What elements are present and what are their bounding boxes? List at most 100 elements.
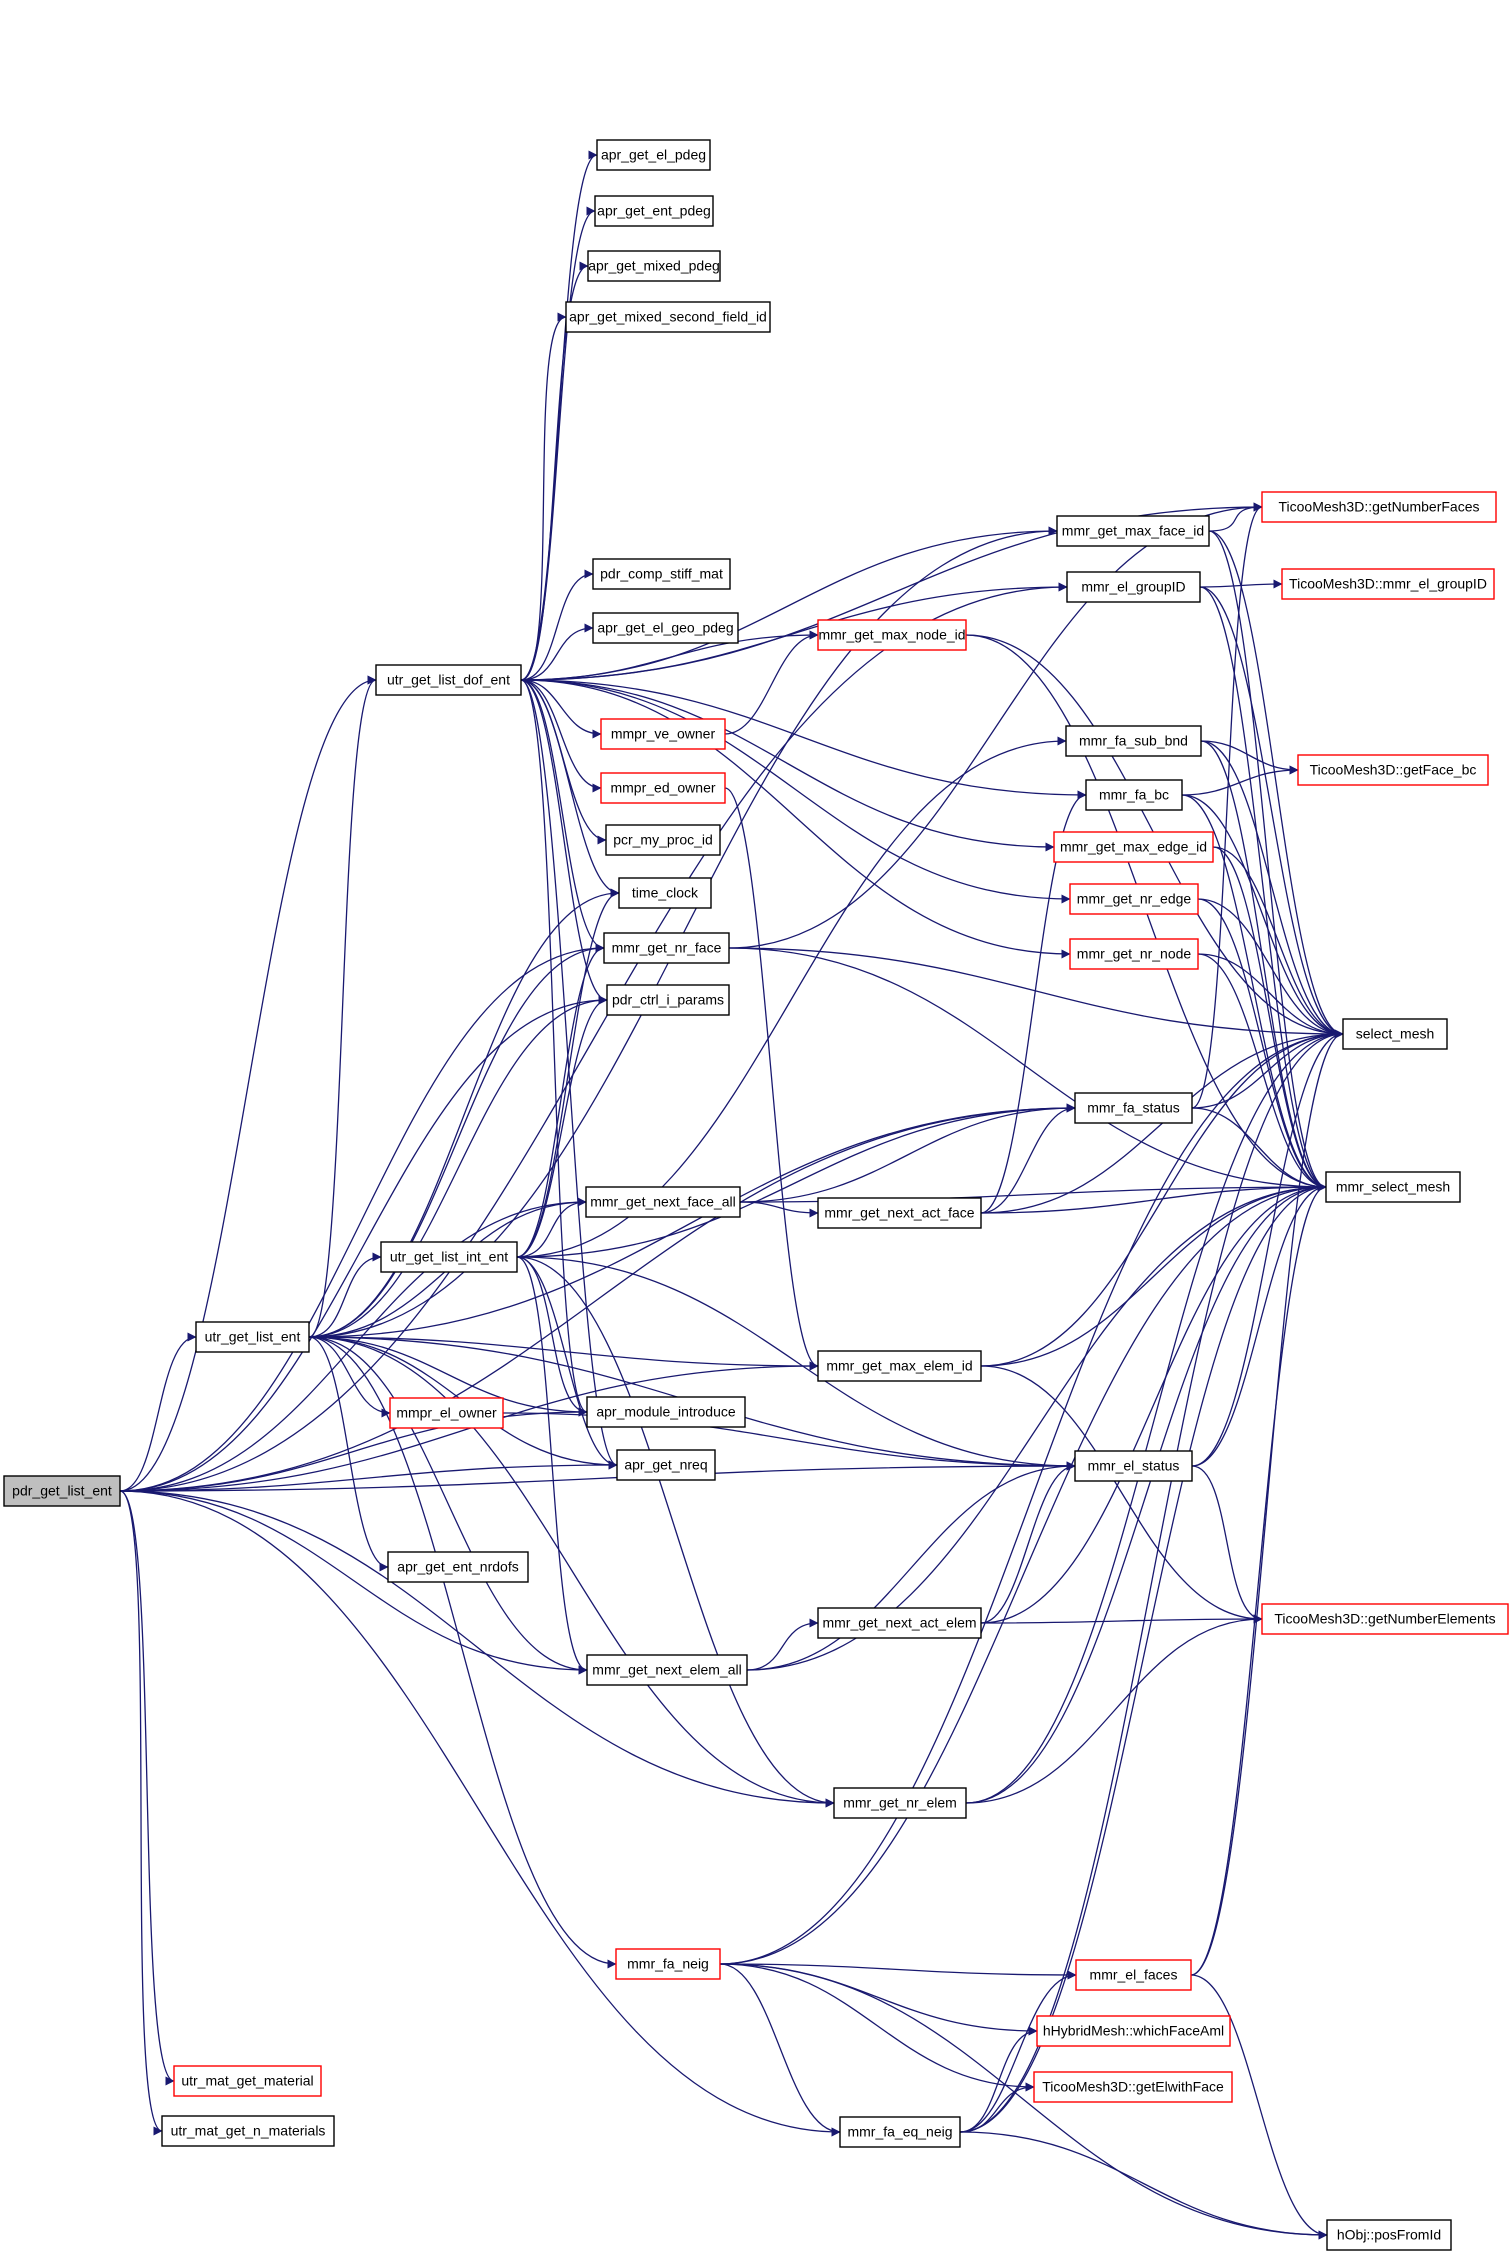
node-box [833, 1787, 967, 1819]
node-label: TicooMesh3D::getFace_bc [1310, 762, 1477, 778]
call-edge-utr-get-list-ent-to-pdr-ctrl-i-params [308, 995, 608, 1338]
node-mmpr-ve-owner[interactable]: mmpr_ve_owner [600, 718, 726, 750]
node-utr-mat-get-material[interactable]: utr_mat_get_material [173, 2065, 322, 2097]
node-label: mmr_el_faces [1090, 1967, 1178, 1983]
call-edge-mmr-fa-bc-to-select-mesh [1181, 794, 1344, 1039]
call-edge-mmr-get-next-act-elem-to-mmr-el-status [980, 1461, 1076, 1624]
node-mmr-get-next-elem-all[interactable]: mmr_get_next_elem_all [586, 1654, 748, 1686]
node-box [618, 877, 712, 909]
node-mmr-get-nr-face[interactable]: mmr_get_nr_face [603, 932, 730, 964]
call-edge-mmr-fa-sub-bnd-to-mmr-select-mesh [1200, 740, 1327, 1192]
node-mmr-fa-neig[interactable]: mmr_fa_neig [615, 1948, 721, 1980]
node-ticoomesh3d-getnumberelements[interactable]: TicooMesh3D::getNumberElements [1261, 1603, 1509, 1635]
call-edge-mmr-fa-neig-to-mmr-fa-eq-neig [719, 1963, 841, 2137]
node-box [600, 718, 726, 750]
call-edge-mmr-fa-neig-to-mmr-select-mesh [719, 1182, 1327, 1965]
node-mmr-fa-bc[interactable]: mmr_fa_bc [1085, 779, 1183, 811]
node-pdr-get-list-ent[interactable]: pdr_get_list_ent [3, 1475, 121, 1507]
node-label: apr_get_el_geo_pdeg [597, 620, 733, 636]
call-edge-utr-get-list-ent-to-apr-get-ent-nrdofs [308, 1336, 389, 1572]
node-mmpr-ed-owner[interactable]: mmpr_ed_owner [600, 772, 726, 804]
node-apr-get-ent-pdeg[interactable]: apr_get_ent_pdeg [594, 195, 714, 227]
node-ticoomesh3d-getnumberfaces[interactable]: TicooMesh3D::getNumberFaces [1261, 491, 1497, 523]
node-apr-get-mixed-second-field-id[interactable]: apr_get_mixed_second_field_id [565, 301, 771, 333]
call-edge-utr-get-list-int-ent-to-mmr-get-next-face-all [516, 1197, 587, 1258]
call-edge-mmr-el-faces-to-select-mesh [1190, 1029, 1344, 1976]
node-ticoomesh3d-getface-bc[interactable]: TicooMesh3D::getFace_bc [1297, 754, 1489, 786]
node-utr-get-list-dof-ent[interactable]: utr_get_list_dof_ent [375, 664, 522, 696]
node-apr-get-mixed-pdeg[interactable]: apr_get_mixed_pdeg [587, 250, 721, 282]
call-edge-mmr-get-max-elem-id-to-ticoomesh3d-getnumberelements [980, 1365, 1263, 1624]
node-label: mmr_get_next_act_elem [822, 1615, 976, 1631]
node-utr-mat-get-n-materials[interactable]: utr_mat_get_n_materials [161, 2115, 335, 2147]
node-hobj-posfromid[interactable]: hObj::posFromId [1326, 2219, 1452, 2251]
node-mmr-fa-eq-neig[interactable]: mmr_fa_eq_neig [839, 2116, 961, 2148]
node-apr-get-ent-nrdofs[interactable]: apr_get_ent_nrdofs [387, 1551, 529, 1583]
node-mmr-get-max-node-id[interactable]: mmr_get_max_node_id [817, 619, 967, 651]
node-mmr-fa-status[interactable]: mmr_fa_status [1074, 1092, 1193, 1124]
node-mmr-get-max-elem-id[interactable]: mmr_get_max_elem_id [817, 1350, 982, 1382]
node-label: mmr_fa_bc [1099, 787, 1169, 803]
node-label: mmr_get_next_face_all [590, 1194, 736, 1210]
node-pdr-comp-stiff-mat[interactable]: pdr_comp_stiff_mat [592, 558, 731, 590]
node-pdr-ctrl-i-params[interactable]: pdr_ctrl_i_params [606, 984, 730, 1016]
node-apr-module-introduce[interactable]: apr_module_introduce [586, 1396, 746, 1428]
call-edge-mmr-fa-status-to-select-mesh [1191, 1029, 1344, 1109]
node-mmr-el-groupid[interactable]: mmr_el_groupID [1066, 571, 1201, 603]
node-box [1065, 725, 1202, 757]
node-mmr-get-next-face-all[interactable]: mmr_get_next_face_all [585, 1186, 741, 1218]
call-edge-utr-get-list-int-ent-to-pdr-ctrl-i-params [516, 995, 608, 1258]
node-box [1075, 1959, 1192, 1991]
node-mmr-get-nr-elem[interactable]: mmr_get_nr_elem [833, 1787, 967, 1819]
call-edge-utr-get-list-dof-ent-to-apr-get-el-geo-pdeg [520, 623, 594, 681]
node-box [195, 1321, 310, 1353]
node-box [817, 1197, 982, 1229]
call-edge-mmr-fa-neig-to-select-mesh [719, 1029, 1344, 1965]
call-edge-pdr-get-list-ent-to-utr-mat-get-n-materials [119, 1490, 163, 2136]
call-edge-utr-get-list-ent-to-apr-module-introduce [308, 1336, 588, 1417]
node-label: mmr_get_max_elem_id [826, 1358, 972, 1374]
node-mmr-get-next-act-face[interactable]: mmr_get_next_act_face [817, 1197, 982, 1229]
node-mmr-fa-sub-bnd[interactable]: mmr_fa_sub_bnd [1065, 725, 1202, 757]
node-mmr-get-nr-node[interactable]: mmr_get_nr_node [1069, 938, 1199, 970]
call-edge-mmr-get-max-edge-id-to-mmr-select-mesh [1212, 846, 1327, 1192]
node-utr-get-list-int-ent[interactable]: utr_get_list_int_ent [380, 1241, 518, 1273]
call-edge-mmr-get-next-act-elem-to-mmr-select-mesh [980, 1182, 1327, 1624]
node-mmr-get-next-act-elem[interactable]: mmr_get_next_act_elem [817, 1607, 982, 1639]
call-edge-mmr-el-status-to-ticoomesh3d-getnumberelements [1191, 1465, 1263, 1624]
call-edge-utr-get-list-dof-ent-to-mmr-get-nr-node [520, 679, 1071, 959]
node-utr-get-list-ent[interactable]: utr_get_list_ent [195, 1321, 310, 1353]
node-label: mmr_get_nr_node [1077, 946, 1192, 962]
node-apr-get-nreq[interactable]: apr_get_nreq [616, 1449, 716, 1481]
node-ticoomesh3d-getelwithface[interactable]: TicooMesh3D::getElwithFace [1033, 2071, 1233, 2103]
node-mmr-select-mesh[interactable]: mmr_select_mesh [1325, 1171, 1461, 1203]
node-box [161, 2115, 335, 2147]
node-apr-get-el-geo-pdeg[interactable]: apr_get_el_geo_pdeg [592, 612, 739, 644]
call-edge-mmr-fa-eq-neig-to-hhybridmesh-whichfaceaml [959, 2026, 1038, 2133]
call-edge-mmr-get-max-face-id-to-ticoomesh3d-getnumberfaces [1208, 502, 1263, 532]
node-mmr-el-status[interactable]: mmr_el_status [1074, 1450, 1193, 1482]
node-box [380, 1241, 518, 1273]
node-box [839, 2116, 961, 2148]
node-apr-get-el-pdeg[interactable]: apr_get_el_pdeg [596, 139, 711, 171]
node-ticoomesh3d-mmr-el-groupid[interactable]: TicooMesh3D::mmr_el_groupID [1281, 568, 1495, 600]
node-label: mmr_el_status [1088, 1458, 1180, 1474]
node-pcr-my-proc-id[interactable]: pcr_my_proc_id [605, 824, 721, 856]
node-hhybridmesh-whichfaceaml[interactable]: hHybridMesh::whichFaceAml [1036, 2015, 1231, 2047]
node-time-clock[interactable]: time_clock [618, 877, 712, 909]
node-mmr-get-nr-edge[interactable]: mmr_get_nr_edge [1069, 883, 1199, 915]
call-edge-pdr-get-list-ent-to-pdr-ctrl-i-params [119, 995, 608, 1492]
node-select-mesh[interactable]: select_mesh [1342, 1018, 1448, 1050]
call-edge-utr-get-list-ent-to-mmr-get-nr-elem [308, 1336, 835, 1808]
call-edge-utr-get-list-ent-to-time-clock [308, 888, 620, 1338]
call-edge-mmr-el-status-to-mmr-select-mesh [1191, 1182, 1327, 1467]
node-box [817, 1607, 982, 1639]
node-box [596, 139, 711, 171]
node-box [1033, 2071, 1233, 2103]
node-mmpr-el-owner[interactable]: mmpr_el_owner [389, 1397, 504, 1429]
node-mmr-el-faces[interactable]: mmr_el_faces [1075, 1959, 1192, 1991]
call-edge-mmr-fa-eq-neig-to-mmr-select-mesh [959, 1182, 1327, 2133]
node-mmr-get-max-face-id[interactable]: mmr_get_max_face_id [1056, 515, 1210, 547]
node-mmr-get-max-edge-id[interactable]: mmr_get_max_edge_id [1053, 831, 1214, 863]
